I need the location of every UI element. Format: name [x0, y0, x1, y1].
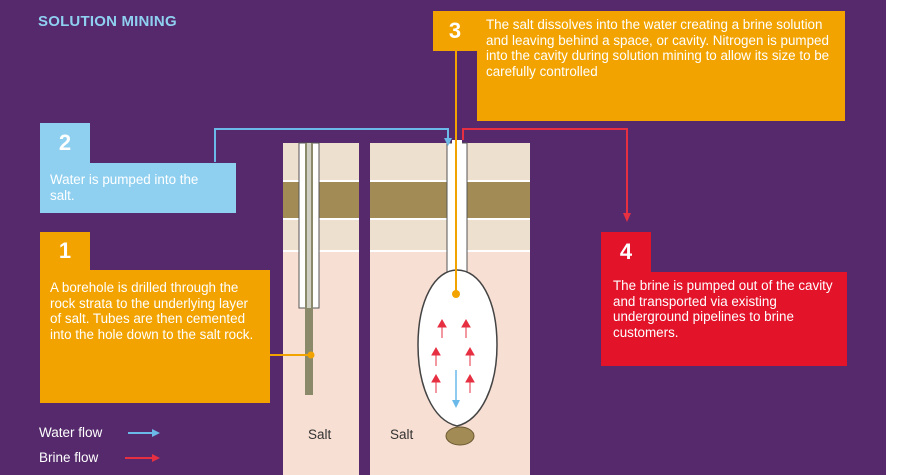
brine-pipe-arrowhead — [623, 213, 631, 222]
legend-brine-label: Brine flow — [39, 450, 99, 465]
step-3-number: 3 — [433, 11, 477, 51]
legend-brine-arrow — [125, 454, 160, 462]
water-pipe-arrowhead — [444, 138, 452, 146]
step-1-connector-end — [307, 351, 315, 359]
strata-diagram — [125, 40, 631, 475]
nitrogen-line-end — [452, 290, 460, 298]
legend-water-label: Water flow — [39, 425, 103, 440]
step-1-number: 1 — [40, 232, 90, 270]
borehole-tube — [298, 142, 320, 395]
salt-cavity — [417, 269, 498, 446]
salt-label-right: Salt — [390, 427, 414, 442]
step-3-text: The salt dissolves into the water creati… — [477, 11, 845, 121]
salt-label-left: Salt — [308, 427, 332, 442]
brine-flow-arrows — [431, 318, 475, 393]
left-strata-block — [283, 143, 359, 475]
water-flow-arrow-down — [452, 370, 460, 408]
step-2-number: 2 — [40, 123, 90, 163]
step-4-text: The brine is pumped out of the cavity an… — [601, 272, 847, 366]
page-title: SOLUTION MINING — [38, 13, 177, 30]
step-4-number: 4 — [601, 232, 651, 272]
water-pipe — [214, 128, 449, 162]
solution-mining-infographic: SOLUTION MINING 3 The salt dissolves int… — [0, 0, 886, 475]
step-2-text: Water is pumped into the salt. — [40, 163, 236, 213]
step-1-text: A borehole is drilled through the rock s… — [40, 270, 270, 403]
brine-pipe — [462, 128, 628, 215]
legend-water-arrow — [128, 429, 160, 437]
